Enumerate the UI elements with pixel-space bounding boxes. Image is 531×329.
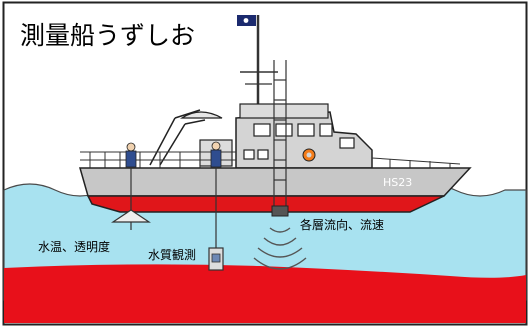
label-water-temp-transparency: 水温、透明度	[38, 239, 110, 254]
current-profiler-sensor	[271, 205, 289, 217]
crew-member	[210, 141, 222, 168]
windows	[243, 123, 355, 160]
small-boat	[180, 111, 223, 119]
window	[297, 123, 315, 137]
diagram-title: 測量船うずしお	[20, 21, 195, 50]
seabed	[4, 264, 526, 323]
lifebuoy-hole	[306, 152, 312, 158]
window	[257, 149, 269, 160]
sonde-display	[211, 253, 221, 263]
window	[253, 123, 271, 137]
window	[339, 137, 355, 149]
crane	[149, 109, 206, 166]
window	[243, 149, 255, 160]
deck-railing	[80, 151, 461, 173]
hull-lower	[86, 195, 445, 213]
label-current-layers: 各層流向、流速	[300, 217, 384, 232]
profiler-ladder	[273, 60, 287, 212]
flag-emblem	[243, 18, 249, 23]
hull-number: HS23	[383, 176, 412, 189]
window	[319, 123, 333, 137]
sonar-waves	[253, 227, 307, 270]
label-water-quality: 水質観測	[148, 247, 196, 262]
window	[275, 123, 293, 137]
bridge-roof	[239, 103, 329, 119]
crew-member	[125, 142, 137, 168]
